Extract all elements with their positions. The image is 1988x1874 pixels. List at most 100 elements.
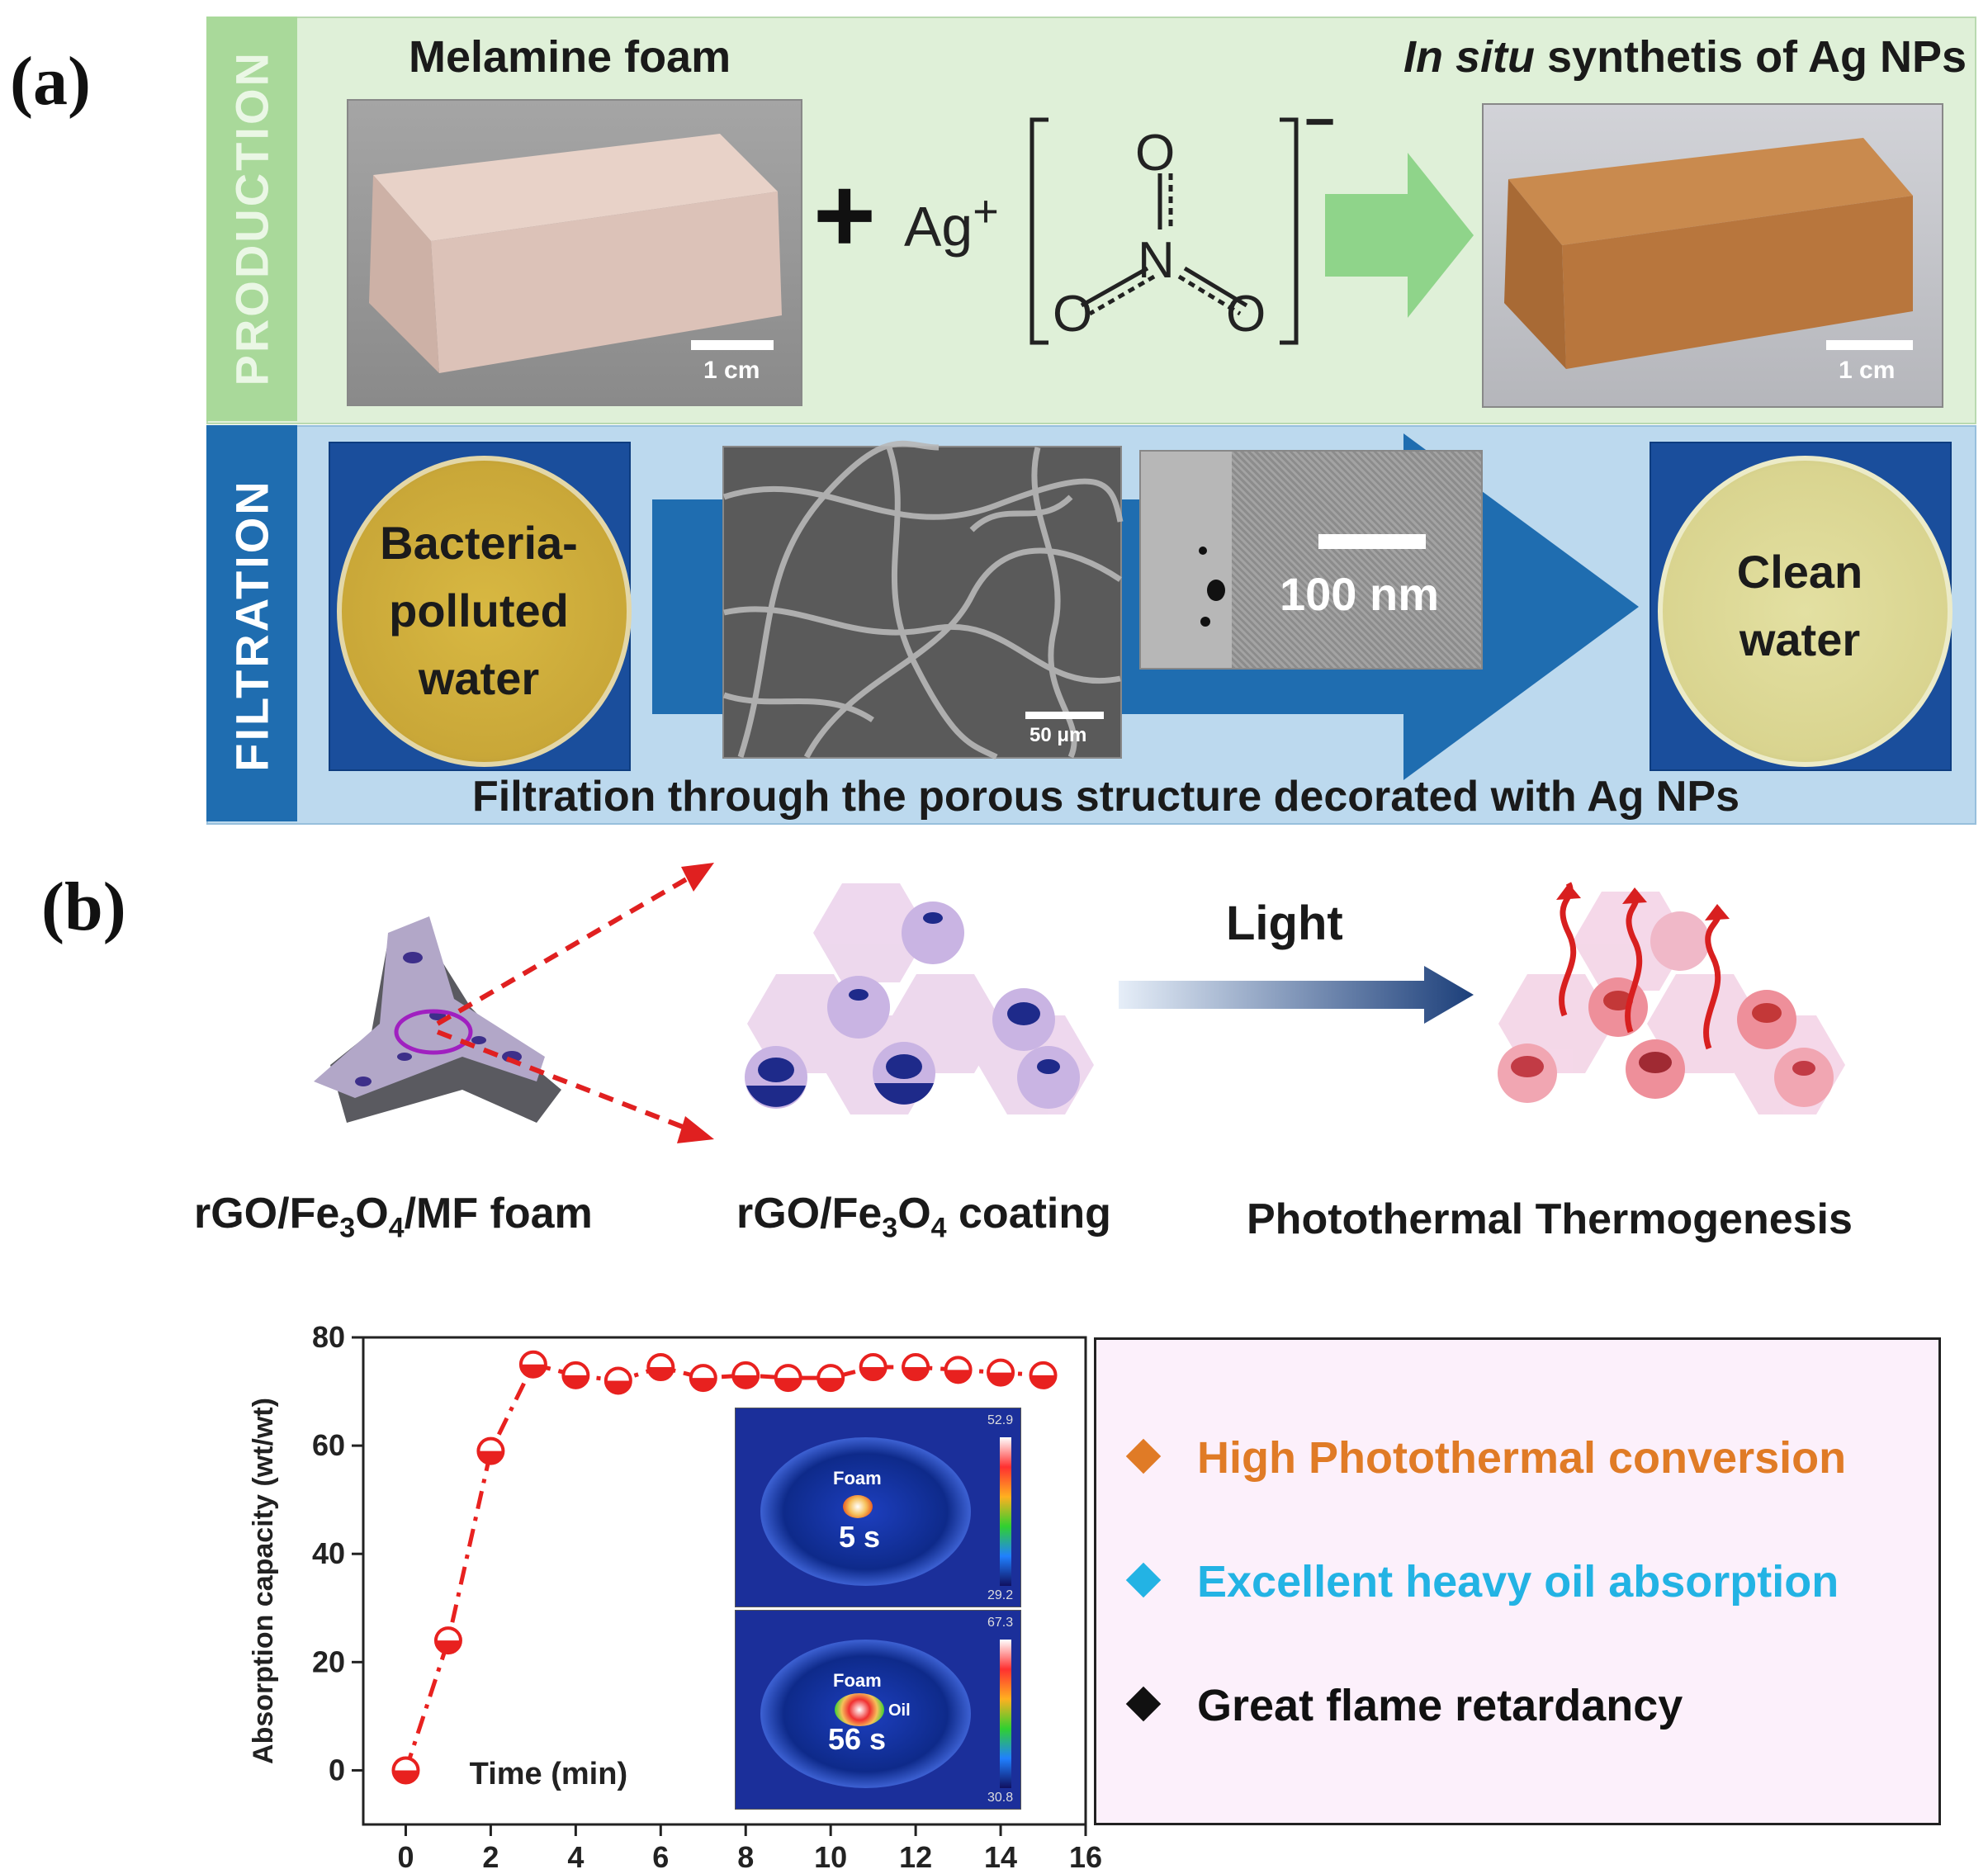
thermal-hotspot: [843, 1495, 873, 1518]
foam-caption-mid: O: [355, 1190, 389, 1238]
legend-item-1-text: High Photothermal conversion: [1197, 1433, 1847, 1483]
thermo-caption: Photothermal Thermogenesis: [1247, 1195, 1853, 1243]
data-point-fill: [435, 1640, 461, 1654]
tem-particle: [1207, 580, 1225, 601]
thermal-hotspot: [835, 1693, 884, 1726]
scale-bar-right: [1826, 340, 1913, 350]
nitrate-o-right: O: [1226, 286, 1266, 343]
x-tick-label: 10: [814, 1840, 847, 1874]
bacteria-dish-text: Bacteria- polluted water: [380, 517, 578, 704]
x-tick-label: 2: [482, 1840, 499, 1874]
inset1-min: 29.2: [987, 1588, 1014, 1602]
in-situ-italic: In situ: [1403, 32, 1535, 82]
panel-a-label: (a): [10, 43, 91, 120]
coating-caption-suffix: coating: [946, 1190, 1111, 1238]
scale-label-left: 1 cm: [703, 357, 760, 384]
foam-caption-sub1: 3: [339, 1212, 356, 1244]
data-point-fill: [648, 1367, 674, 1380]
x-tick-label: 12: [899, 1840, 932, 1874]
tem-scale-label: 100 nm: [1280, 568, 1439, 620]
filtration-side-bar: [206, 425, 297, 821]
silver-ion-symbol: Ag: [904, 195, 973, 258]
inset1-foam-label: Foam: [833, 1468, 882, 1488]
ag-foam-photo: 1 cm: [1482, 103, 1943, 408]
plot-frame: [362, 1336, 1087, 1826]
x-tick-label: 0: [397, 1840, 414, 1874]
coating-caption-mid: O: [897, 1190, 931, 1238]
in-situ-title: In situ synthetis of Ag NPs: [1403, 31, 1967, 83]
inset2-foam-label: Foam: [833, 1670, 882, 1691]
inset1-colorbar: [1000, 1437, 1011, 1586]
data-point-fill: [478, 1450, 504, 1464]
tem-image: 100 nm: [1139, 450, 1483, 670]
x-tick-label: 8: [737, 1840, 754, 1874]
nitrate-o-top: O: [1135, 125, 1176, 182]
filtration-side-label: FILTRATION: [225, 479, 278, 772]
foam-caption: rGO/Fe3O4/MF foam: [194, 1189, 593, 1244]
coating-caption: rGO/Fe3O4 coating: [736, 1189, 1111, 1244]
foam-caption-suffix: /MF foam: [404, 1190, 593, 1238]
y-axis-label: Absorption capacity (wt/wt): [248, 1398, 279, 1764]
data-point-fill: [393, 1770, 419, 1783]
data-point-fill: [605, 1380, 631, 1394]
bacteria-dish: Bacteria- polluted water: [329, 442, 632, 771]
y-tick-label: 40: [312, 1536, 345, 1570]
nitrate-charge: −: [1304, 92, 1336, 151]
thermo-spheres: [1498, 882, 1845, 1114]
inset2-min: 30.8: [987, 1791, 1014, 1805]
plus-sign: +: [813, 154, 876, 275]
clean-dish-text: Clean water: [1736, 546, 1863, 665]
tem-scale-bar: [1318, 534, 1426, 549]
foam-caption-sub2: 4: [388, 1212, 405, 1244]
data-point-fill: [733, 1375, 759, 1388]
inset2-max: 67.3: [987, 1616, 1014, 1630]
light-arrow: [1119, 966, 1474, 1024]
foam-caption-prefix: rGO/Fe: [194, 1190, 340, 1238]
coating-spheres: [745, 883, 1094, 1114]
data-point-fill: [563, 1375, 589, 1388]
filtration-caption: Filtration through the porous structure …: [472, 773, 1740, 821]
properties-legend: [1094, 1337, 1941, 1825]
production-side-label: PRODUCTION: [225, 50, 278, 386]
scale-bar-left: [691, 340, 774, 350]
nitrate-n: N: [1138, 232, 1175, 289]
melamine-foam-block: [369, 134, 782, 373]
sem-scale-bar: [1025, 712, 1104, 719]
data-point-fill: [988, 1372, 1014, 1385]
coating-caption-sub2: 4: [930, 1212, 947, 1244]
x-tick-label: 14: [984, 1840, 1017, 1874]
production-arrow: [1325, 153, 1474, 318]
sem-fibers: [722, 440, 1124, 760]
melamine-foam-photo: 1 cm: [347, 99, 802, 406]
data-point-fill: [520, 1364, 546, 1377]
data-point-fill: [945, 1370, 971, 1383]
sem-scale-label: 50 μm: [1030, 724, 1087, 746]
y-tick-label: 80: [312, 1320, 345, 1354]
melamine-foam-title: Melamine foam: [409, 32, 731, 82]
inset2-time: 56 s: [828, 1722, 887, 1756]
series-line: [404, 1361, 1044, 1772]
legend-item-2-text: Excellent heavy oil absorption: [1197, 1557, 1839, 1607]
ag-foam-block: [1504, 138, 1913, 369]
x-axis-label: Time (min): [470, 1757, 627, 1791]
bacteria-dish-plate: [337, 456, 632, 767]
coating-caption-sub1: 3: [882, 1212, 898, 1244]
legend-item-3-text: Great flame retardancy: [1197, 1681, 1683, 1730]
clean-dish: Clean water: [1650, 442, 1952, 771]
production-side-bar: [206, 17, 297, 421]
x-tick-label: 6: [652, 1840, 669, 1874]
sem-image: 50 μm: [722, 440, 1124, 760]
thermal-inset-1: Foam 5 s 52.9 29.2: [735, 1408, 1021, 1607]
y-tick-label: 0: [329, 1753, 345, 1786]
clean-dish-plate: [1658, 456, 1952, 767]
silver-ion-charge: +: [973, 187, 999, 236]
x-tick-label: 16: [1069, 1840, 1102, 1874]
inset1-time: 5 s: [839, 1520, 881, 1554]
y-tick-label: 20: [312, 1644, 345, 1678]
y-tick-label: 60: [312, 1428, 345, 1462]
thermal-inset-2: Foam Oil 56 s 67.3 30.8: [735, 1610, 1021, 1810]
data-point-fill: [690, 1378, 716, 1391]
inset2-oil-label: Oil: [888, 1701, 911, 1720]
x-tick-label: 4: [567, 1840, 584, 1874]
